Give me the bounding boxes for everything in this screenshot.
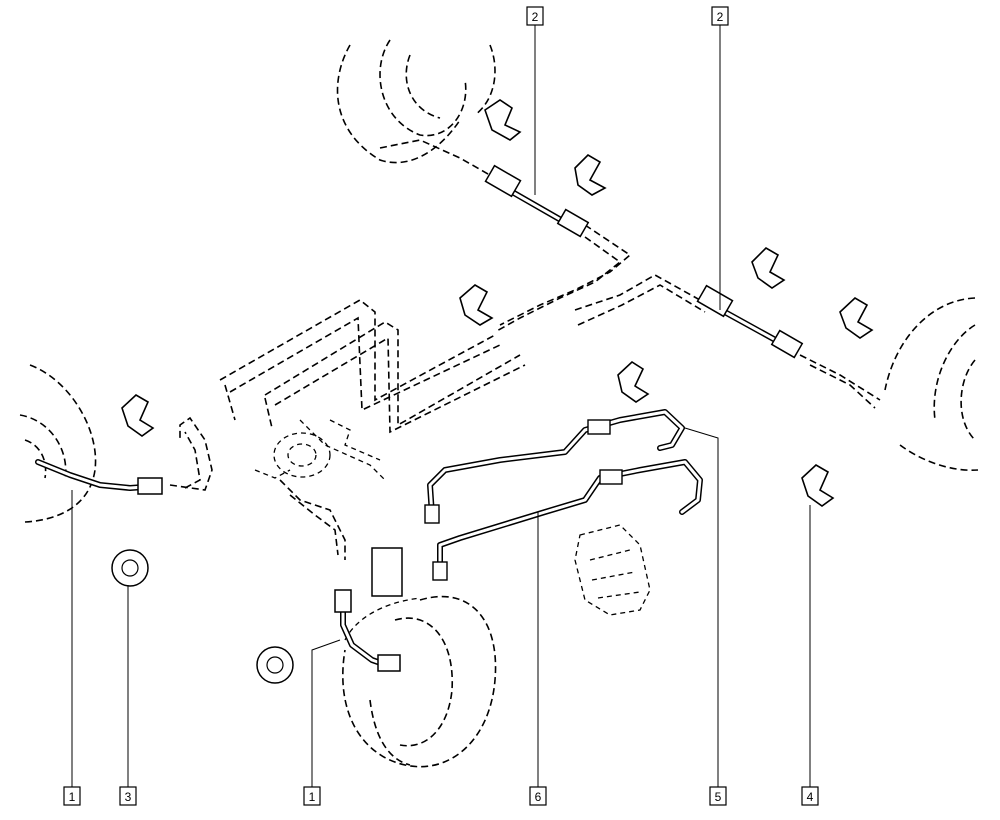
front-left-wheel-outline [19,364,97,523]
hose-nut-item-3 [111,549,149,587]
callout-4-text: 4 [807,790,814,804]
front-hose-right [334,589,401,672]
callout-4: 4 [801,786,819,806]
rigid-pipe-6 [437,459,703,573]
callout-2-right-text: 2 [717,10,724,24]
rear-hose-left [484,164,590,238]
rear-right-wheel-outline [884,297,979,471]
callout-1-left: 1 [63,786,81,806]
brake-caliper-outline [574,524,651,616]
rear-hose-right [696,284,804,359]
rear-left-wheel-outline [336,39,496,164]
callout-1-right: 1 [303,786,321,806]
rigid-pipe-5 [427,409,685,518]
callout-6-text: 6 [535,790,542,804]
leader-lines [71,25,811,787]
callout-5-text: 5 [715,790,722,804]
callout-3: 3 [119,786,137,806]
master-cylinder [254,419,381,479]
front-right-wheel-outline [342,595,497,768]
retaining-clips [121,99,874,507]
pipe-unions [371,419,623,597]
brake-pipe-network [169,139,881,560]
hose-nut-second [256,646,294,684]
front-hose-left [35,459,163,495]
callout-3-text: 3 [125,790,132,804]
callout-2-left-text: 2 [532,10,539,24]
callout-2-right: 2 [711,6,729,26]
callout-1-left-text: 1 [69,790,76,804]
callout-2-left: 2 [526,6,544,26]
clip-item-4 [801,464,835,507]
callout-1-right-text: 1 [309,790,316,804]
callout-6: 6 [529,786,547,806]
callout-5: 5 [709,786,727,806]
